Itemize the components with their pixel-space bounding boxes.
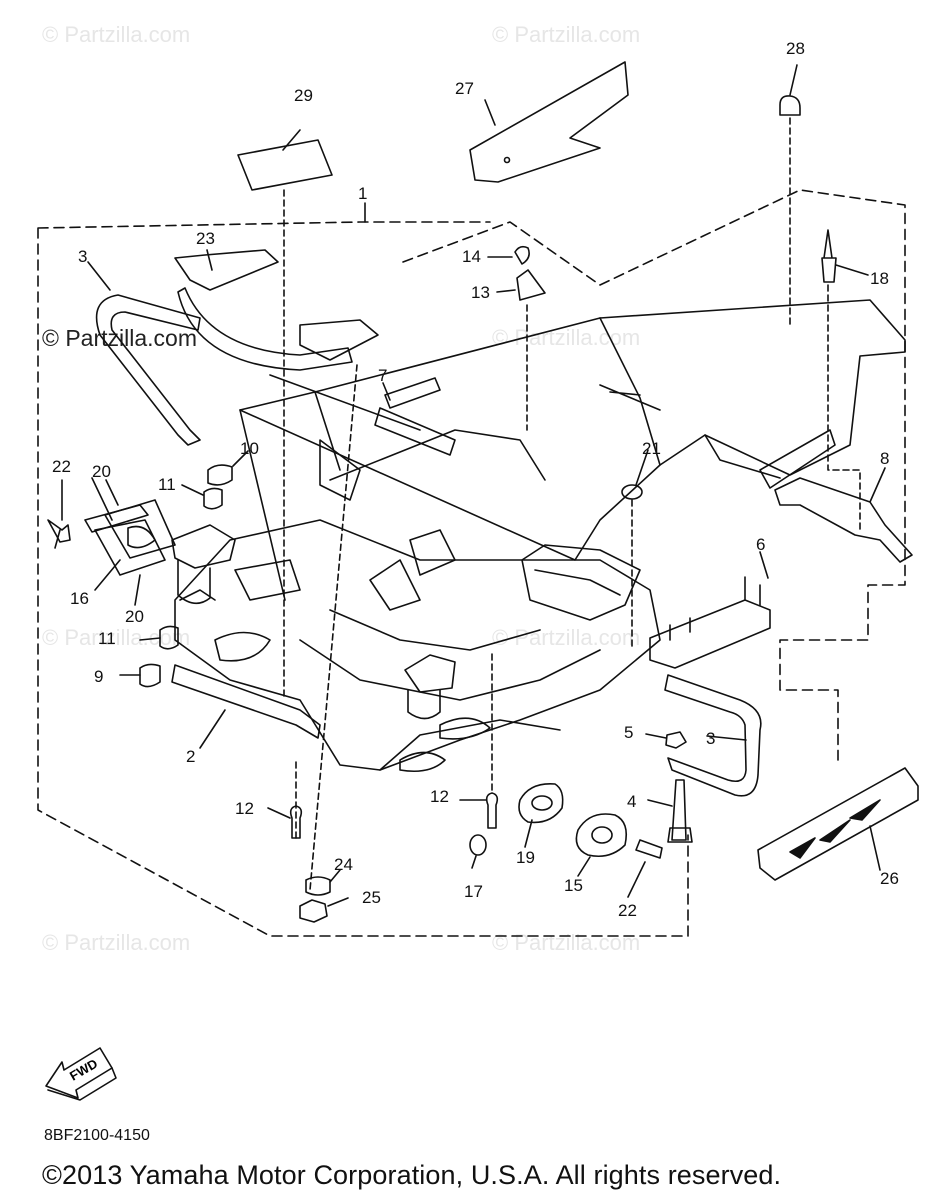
- watermark: © Partzilla.com: [492, 930, 641, 955]
- callout: 28: [786, 39, 805, 58]
- rivet-18: [821, 229, 837, 283]
- chassis-pan: [174, 519, 661, 771]
- side-plate-27: [469, 61, 629, 183]
- plate-19: [518, 783, 564, 824]
- chaincase: [521, 544, 641, 621]
- callout: 22: [52, 457, 71, 476]
- callout: 21: [642, 439, 661, 458]
- rubber-9: [139, 663, 161, 688]
- bolt-4: [671, 779, 687, 841]
- callout: 12: [235, 799, 254, 818]
- watermark: © Partzilla.com: [42, 325, 197, 351]
- callout: 13: [471, 283, 490, 302]
- nut-14: [514, 245, 530, 265]
- callout: 1: [358, 184, 368, 203]
- callout: 6: [756, 535, 766, 554]
- copyright-notice: ©2013 Yamaha Motor Corporation, U.S.A. A…: [42, 1160, 782, 1190]
- assembly-outline: [37, 221, 689, 937]
- collar-24: [305, 876, 331, 896]
- callout: 27: [455, 79, 474, 98]
- watermark: © Partzilla.com: [492, 625, 641, 650]
- callout: 18: [870, 269, 889, 288]
- spindle-left: [171, 524, 236, 569]
- bracket-13: [516, 269, 546, 301]
- part-code: 8BF2100-4150: [44, 1127, 150, 1144]
- rubber-10: [207, 464, 233, 486]
- callout: 15: [564, 876, 583, 895]
- bolt-12-right: [485, 792, 499, 829]
- watermark: © Partzilla.com: [492, 325, 641, 350]
- callout: 24: [334, 855, 353, 874]
- callout: 20: [125, 607, 144, 626]
- gasket-20: [94, 519, 166, 576]
- callout: 9: [94, 667, 104, 686]
- callout: 26: [880, 869, 899, 888]
- callout: 19: [516, 848, 535, 867]
- callout: 3: [78, 247, 88, 266]
- nut-5: [665, 731, 687, 749]
- plate-15: [575, 813, 628, 858]
- callout: 16: [70, 589, 89, 608]
- callout: 17: [464, 882, 483, 901]
- fwd-label: FWD: [67, 1056, 100, 1084]
- bracket-7: [384, 377, 441, 409]
- callout: 25: [362, 888, 381, 907]
- callout: 20: [92, 462, 111, 481]
- rubber-11: [203, 487, 223, 510]
- watermark: © Partzilla.com: [42, 930, 191, 955]
- callout: 11: [158, 475, 176, 494]
- callout: 8: [880, 449, 890, 468]
- watermark: © Partzilla.com: [42, 22, 191, 47]
- callout: 7: [378, 366, 388, 385]
- cap-28: [779, 95, 801, 116]
- watermark: © Partzilla.com: [42, 625, 191, 650]
- tunnel-top: [239, 299, 906, 561]
- grommet-17: [469, 834, 487, 856]
- fwd-arrow: [45, 1047, 113, 1099]
- callout: 12: [430, 787, 449, 806]
- callout: 29: [294, 86, 313, 105]
- callout: 3: [706, 729, 716, 748]
- callout: 22: [618, 901, 637, 920]
- decal-26: [757, 767, 919, 881]
- sticker-29: [237, 139, 333, 191]
- bolt-22-right: [635, 839, 663, 859]
- rubber-11b: [159, 625, 179, 650]
- callout: 10: [240, 439, 259, 458]
- spindle-right: [404, 654, 456, 693]
- stabilizer-2: [171, 664, 321, 739]
- rear-arm-8: [774, 477, 913, 563]
- callout: 5: [624, 723, 634, 742]
- watermark: © Partzilla.com: [492, 22, 641, 47]
- bracket-6: [649, 599, 771, 669]
- grommet-21: [621, 484, 643, 500]
- subassembly-outline: [402, 189, 906, 761]
- callout: 14: [462, 247, 481, 266]
- callout: 4: [627, 792, 637, 811]
- nut-25: [299, 899, 328, 923]
- callout: 23: [196, 229, 215, 248]
- bracket-23: [174, 249, 279, 291]
- rear-bar: [759, 429, 836, 489]
- callout: 11: [98, 629, 116, 648]
- bumper-3-left: [95, 294, 201, 446]
- bumper-3-right: [664, 674, 762, 797]
- callout: 2: [186, 747, 196, 766]
